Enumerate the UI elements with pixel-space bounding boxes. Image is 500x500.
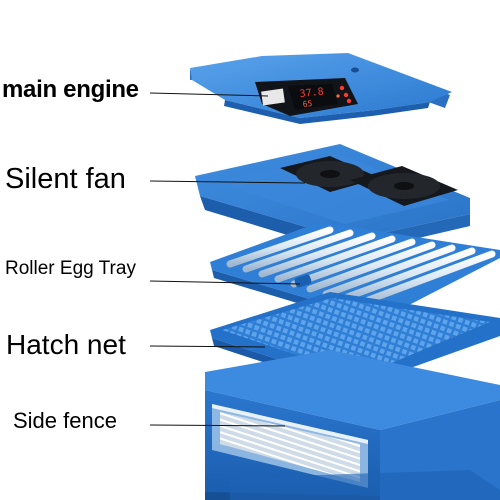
- leader-side-fence: [149, 424, 286, 427]
- side-fence-window: [212, 404, 368, 488]
- control-panel: 37.8 65: [255, 78, 358, 116]
- base-side-fence: [205, 350, 500, 500]
- fan-1-icon: [280, 156, 380, 192]
- leader-lines: [149, 92, 306, 427]
- tray-rollers: [226, 226, 496, 308]
- leader-main-engine: [149, 92, 269, 97]
- label-side-fence: Side fence: [13, 408, 117, 433]
- leader-silent-fan: [149, 180, 306, 184]
- fan-2-icon: [350, 166, 458, 206]
- display-bottom-reading: 65: [302, 99, 313, 109]
- label-silent-fan: Silent fan: [5, 163, 126, 195]
- label-hatch-net: Hatch net: [6, 329, 126, 360]
- silent-fan-panel: [195, 144, 470, 254]
- label-main-engine: main engine: [2, 76, 139, 103]
- leader-hatch-net: [149, 345, 266, 348]
- display-top-reading: 37.8: [299, 87, 324, 100]
- leader-roller-tray: [149, 280, 301, 285]
- panel-sticker: [261, 88, 285, 106]
- label-roller-egg-tray: Roller Egg Tray: [5, 258, 136, 279]
